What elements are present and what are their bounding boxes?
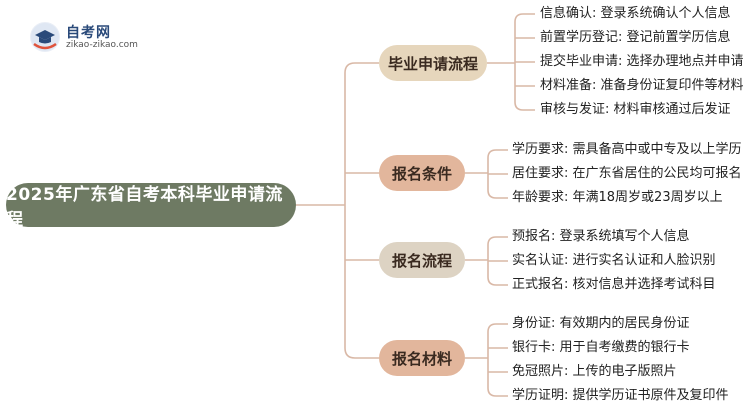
connector-leaf-1-0: [487, 149, 508, 159]
leaf-residence-req: 居住要求: 在广东省居住的公民均可报名: [512, 166, 742, 181]
leaf-photo: 免冠照片: 上传的电子版照片: [512, 364, 677, 379]
leaf-formal-registration: 正式报名: 核对信息并选择考试科目: [512, 277, 716, 292]
connector-branch-3: [344, 347, 379, 359]
leaf-education-proof: 学历证明: 提供学历证书原件及复印件: [512, 388, 729, 403]
leaf-id-card: 身份证: 有效期内的居民身份证: [512, 316, 690, 331]
branch-registration-materials: 报名材料: [379, 340, 465, 376]
branch-graduation-process: 毕业申请流程: [379, 45, 487, 81]
leaf-bank-card: 银行卡: 用于自考缴费的银行卡: [512, 340, 690, 355]
connector-leaf-3-0: [487, 323, 508, 333]
connector-leaf-3-3: [487, 387, 508, 397]
logo-subtitle: zikao-zikao.com: [66, 40, 138, 50]
connector-branch-0: [344, 62, 379, 74]
connector-leaf-1-2: [487, 189, 508, 199]
leaf-age-req: 年龄要求: 年满18周岁或23周岁以上: [512, 190, 723, 205]
leaf-info-confirm: 信息确认: 登录系统确认个人信息: [540, 6, 731, 21]
graduation-cap-icon: [30, 22, 60, 52]
site-logo[interactable]: 自考网 zikao-zikao.com: [30, 22, 170, 52]
leaf-prior-education: 前置学历登记: 登记前置学历信息: [540, 30, 731, 45]
branch-registration-conditions: 报名条件: [379, 155, 465, 191]
connector-leaf-0-0: [514, 13, 535, 23]
root-node: 2025年广东省自考本科毕业申请流程: [6, 183, 296, 230]
connector-leaf-0-4: [514, 101, 535, 111]
connector-leaf-2-0: [487, 236, 508, 246]
leaf-review-issue: 审核与发证: 材料审核通过后发证: [540, 102, 731, 117]
leaf-real-name-auth: 实名认证: 进行实名认证和人脸识别: [512, 253, 716, 268]
leaf-pre-registration: 预报名: 登录系统填写个人信息: [512, 229, 690, 244]
leaf-submit-application: 提交毕业申请: 选择办理地点并申请: [540, 54, 744, 69]
leaf-material-prep: 材料准备: 准备身份证复印件等材料: [540, 78, 744, 93]
branch-registration-process: 报名流程: [379, 242, 465, 278]
connector-leaf-2-2: [487, 276, 508, 286]
logo-title: 自考网: [66, 25, 111, 41]
leaf-education-req: 学历要求: 需具备高中或中专及以上学历: [512, 142, 742, 157]
